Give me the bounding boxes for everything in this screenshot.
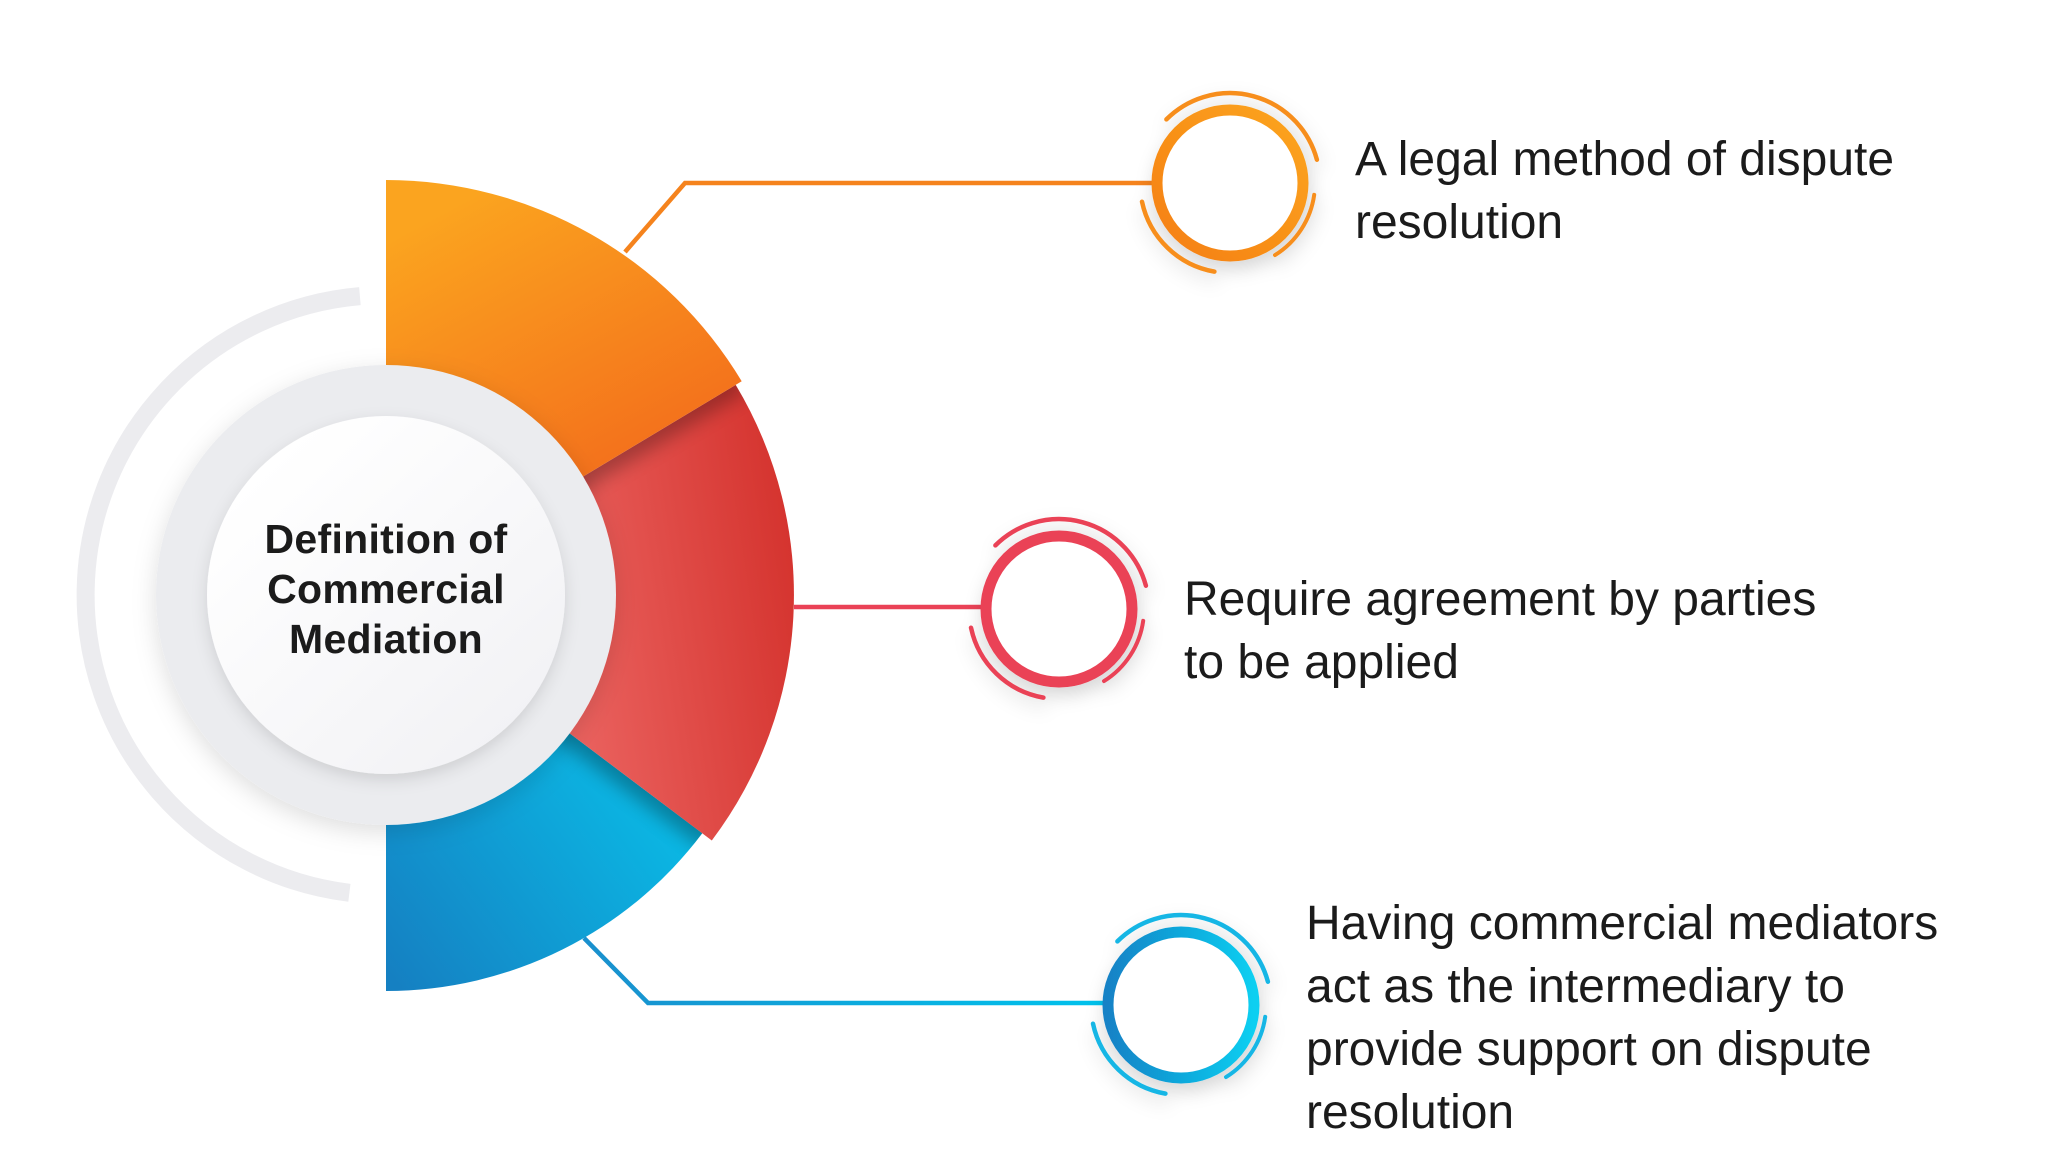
node-red-accent-arc-right xyxy=(1102,618,1146,684)
node-orange xyxy=(1139,90,1320,274)
connector-blue xyxy=(582,936,1103,1006)
center-disc xyxy=(207,416,565,774)
item-text-commercial-mediators: Having commercial mediators act as the i… xyxy=(1306,897,1939,1139)
node-red-accent-arc-bottom xyxy=(968,625,1046,700)
node-red-accent-arc-top xyxy=(993,516,1149,588)
node-orange-ring xyxy=(1151,104,1309,262)
center-title: Definition of Commercial Mediation xyxy=(264,516,508,662)
node-blue-ring xyxy=(1102,926,1260,1084)
node-red xyxy=(968,516,1149,700)
node-orange-accent-arc-top xyxy=(1164,90,1320,162)
node-red-ring xyxy=(980,530,1138,688)
connector-orange xyxy=(623,180,1152,254)
item-text-party-agreement: Require agreement by parties to be appli… xyxy=(1184,573,1817,689)
background-gray-arc xyxy=(76,287,361,902)
node-blue-accent-arc-top xyxy=(1115,912,1271,984)
node-orange-accent-arc-right xyxy=(1273,192,1317,258)
node-orange-accent-arc-bottom xyxy=(1139,199,1217,274)
node-blue xyxy=(1090,912,1271,1096)
node-blue-accent-arc-right xyxy=(1224,1014,1268,1080)
item-text-legal-method: A legal method of dispute resolution xyxy=(1355,133,1895,249)
node-blue-accent-arc-bottom xyxy=(1090,1021,1168,1096)
